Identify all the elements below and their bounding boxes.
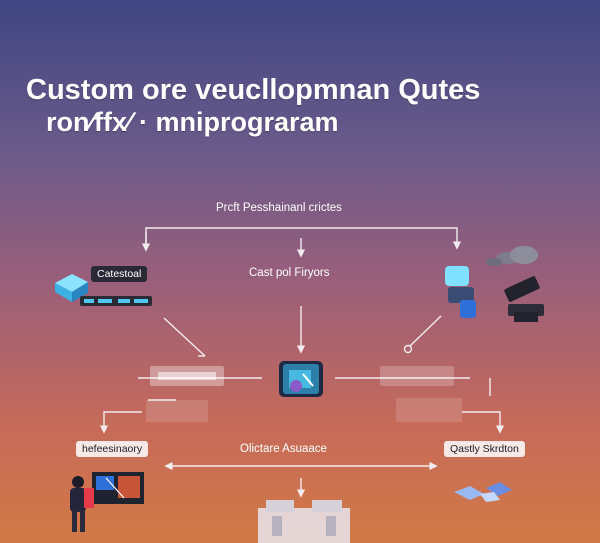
cube-device-icon [55, 274, 152, 306]
title-line-1: Custom ore veucllopmnan Qutes [26, 74, 481, 106]
lower-right-elbow [462, 411, 505, 434]
title-block: Custom ore veucllopmnan Qutes ron∕ffx∕ ·… [26, 74, 586, 138]
workstation-icon [258, 500, 350, 543]
label-left-bottom: hefeesinaory [76, 441, 149, 457]
lower-left-elbow [99, 411, 142, 434]
right-diagonal-line [409, 315, 442, 347]
label-top: Prcft Pesshainanl crictes [216, 202, 342, 214]
app-tile-icon [279, 361, 323, 397]
label-left-top: Catestoal [91, 266, 148, 282]
title-line-2: ron∕ffx∕ · mniprograram [46, 107, 339, 137]
cloud-shapes-icon [454, 482, 512, 502]
left-banner-blurb [158, 372, 216, 380]
left-diagonal-line [163, 317, 206, 357]
left-lower-banner [146, 400, 208, 422]
right-banner [380, 366, 454, 386]
label-right-bottom: Qastly Skrdton [444, 441, 525, 457]
right-lower-banner [396, 398, 462, 422]
label-center-top: Cast pol Firyors [249, 267, 330, 279]
cloud-icon-top [486, 246, 538, 266]
presenter-screen-icon [70, 472, 144, 532]
vr-headset-icon [445, 266, 544, 322]
right-diagonal-node [403, 344, 413, 354]
label-center-bottom: Olictare Asuaace [240, 443, 327, 455]
